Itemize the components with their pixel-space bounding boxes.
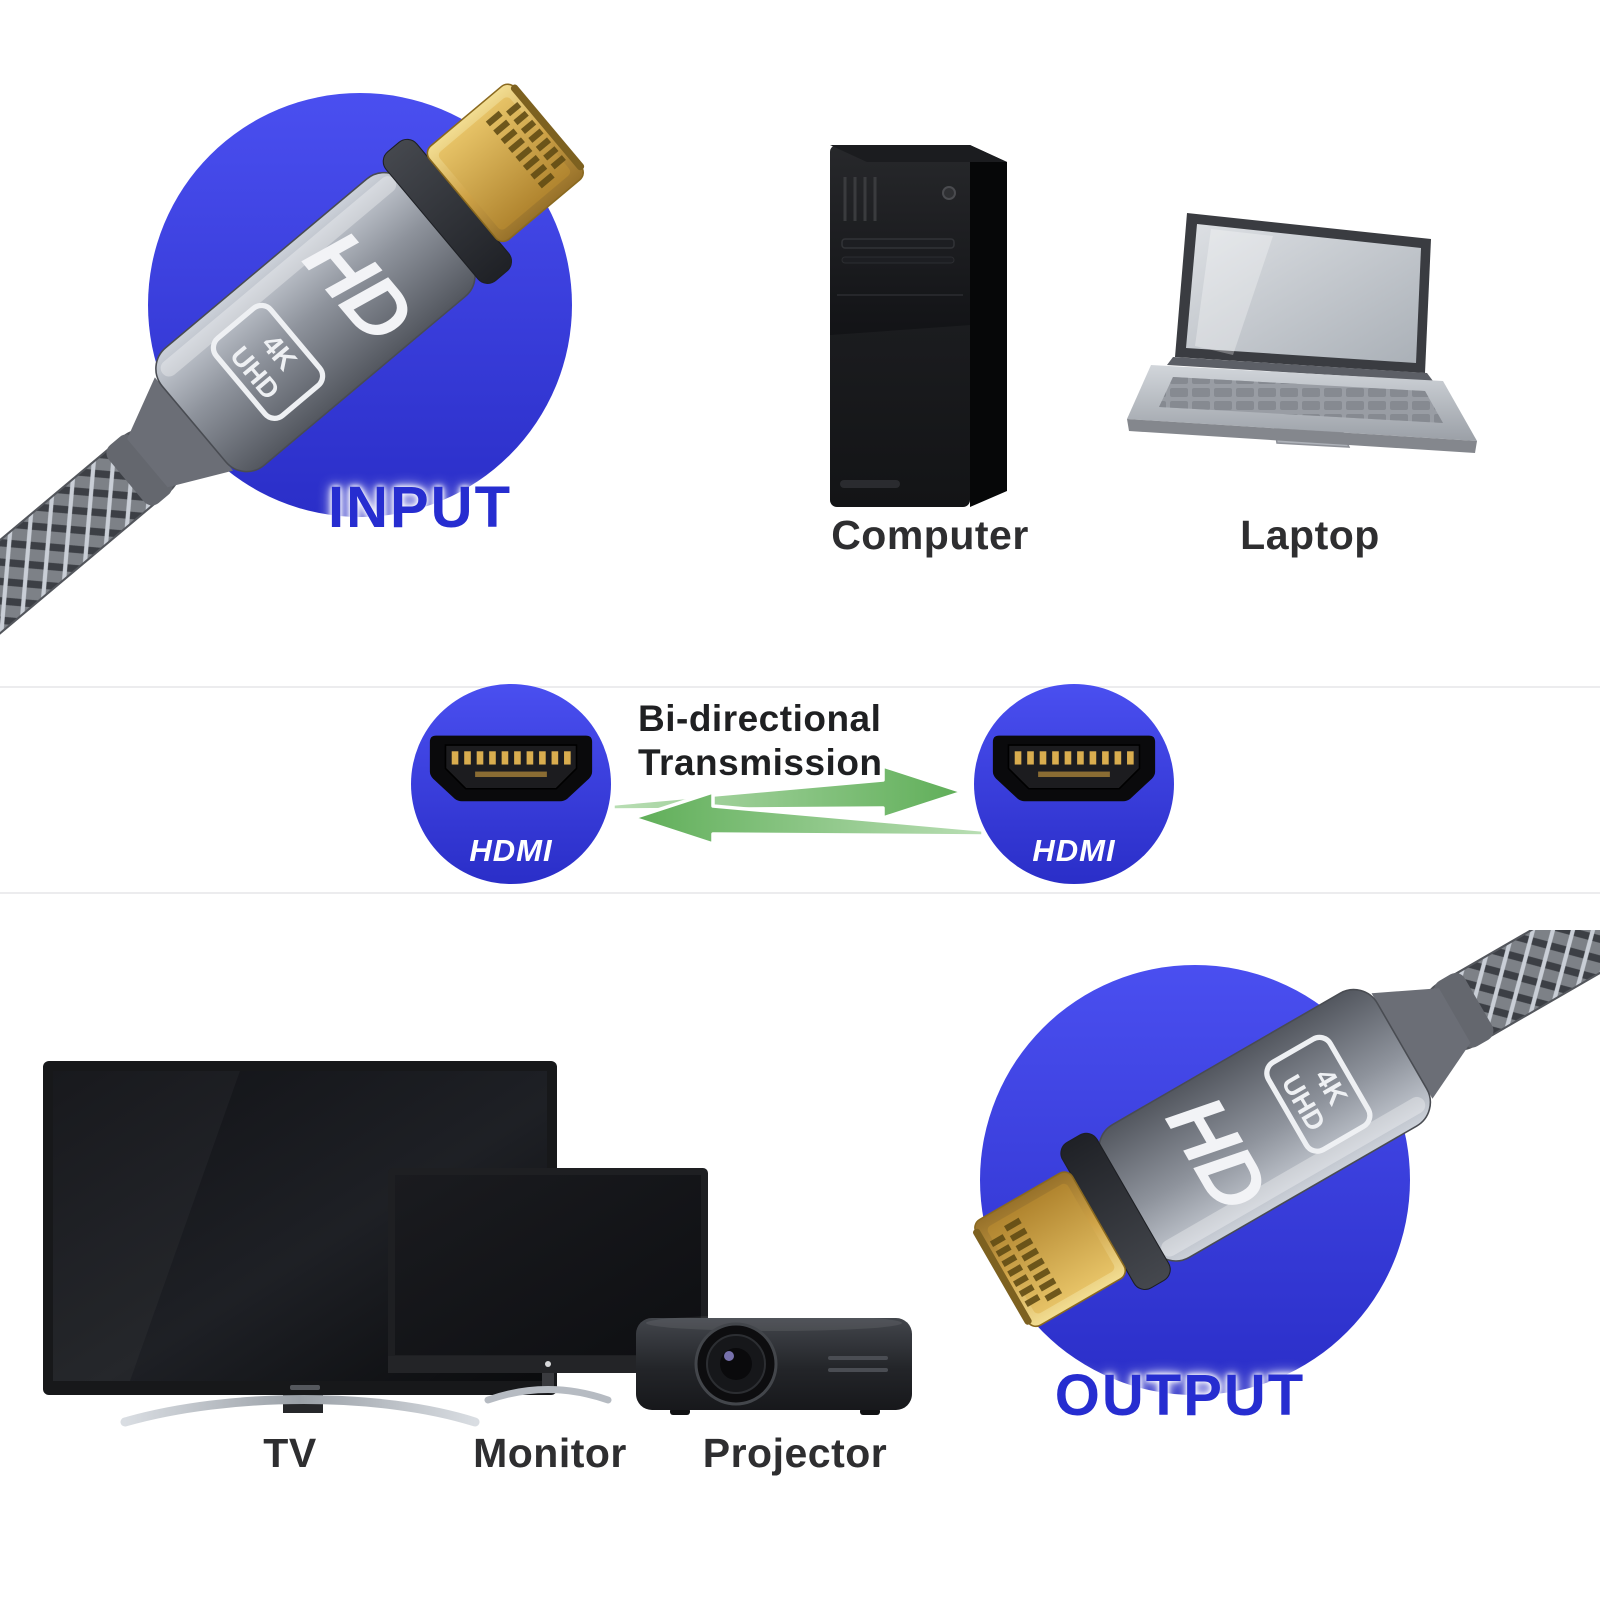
caption-line1: Bi-directional <box>638 698 882 739</box>
input-cable-boot <box>106 434 173 506</box>
tv-label: TV <box>263 1430 317 1476</box>
output-plug-tip <box>973 1228 1032 1325</box>
hdmi-right-label: HDMI <box>1032 833 1116 868</box>
divider-top <box>0 686 1600 688</box>
output-plug-pins <box>989 1217 1063 1307</box>
output-hdmi-connector-graphic: 4K UHD HD <box>973 930 1600 1395</box>
body-highlight <box>160 176 397 377</box>
bidirectional-arrows-icon <box>611 764 985 846</box>
laptop-icon <box>1127 213 1477 453</box>
arrow-left <box>631 790 985 846</box>
output-cable-boot <box>1434 973 1494 1048</box>
hdmi-port-icon <box>992 735 1156 802</box>
body-highlight <box>1161 1096 1426 1257</box>
input-plug-tip <box>510 84 585 171</box>
divider-bottom <box>0 892 1600 894</box>
hdmi-port-icon <box>429 735 593 802</box>
input-hdmi-connector-graphic: 4K UHD HD <box>0 83 585 700</box>
input-plug-pins <box>485 101 566 189</box>
input-gold-plug-face <box>438 97 571 230</box>
hdmi-left-label: HDMI <box>469 833 553 868</box>
projector-label: Projector <box>702 1430 888 1476</box>
bidirectional-caption: Bi-directional Transmission <box>638 697 883 786</box>
laptop-label: Laptop <box>1240 512 1380 558</box>
computer-tower-icon <box>830 145 1007 507</box>
monitor-label: Monitor <box>473 1430 627 1476</box>
hdmi-port-right: HDMI <box>974 684 1174 884</box>
hdmi-port-left: HDMI <box>411 684 611 884</box>
monitor-icon <box>388 1168 708 1404</box>
input-label: INPUT <box>328 475 512 540</box>
input-strain-relief <box>127 377 234 488</box>
output-strain-relief <box>1371 988 1471 1099</box>
output-label: OUTPUT <box>1054 1363 1306 1428</box>
projector-icon <box>636 1315 912 1415</box>
computer-label: Computer <box>831 512 1029 558</box>
caption-line2: Transmission <box>638 742 883 784</box>
